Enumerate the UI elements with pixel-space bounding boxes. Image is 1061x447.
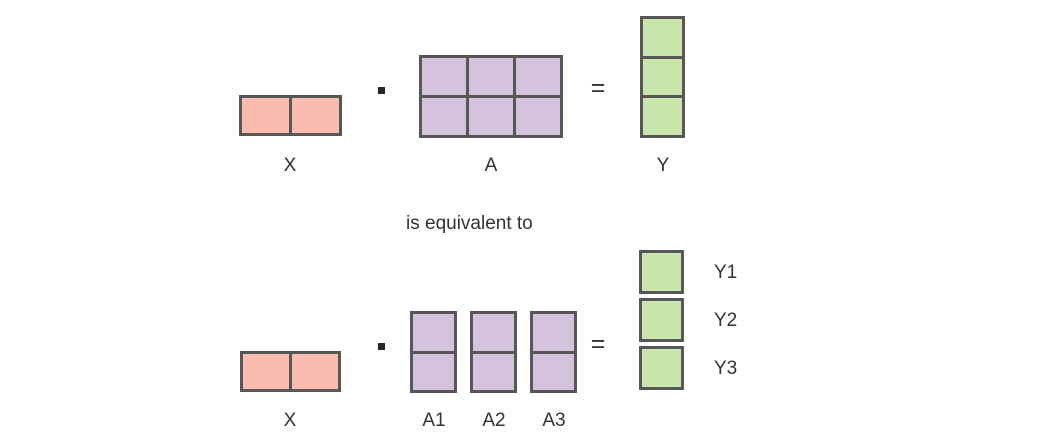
bottom-y2-block [639,298,684,342]
bottom-y1-label: Y1 [714,262,738,283]
bottom-y3-block [639,346,684,390]
matrix-cell [242,98,289,133]
matrix-cell [469,58,513,95]
bottom-a1-label: A1 [422,410,446,431]
bottom-y1-block [639,250,684,294]
top-y-label: Y [656,155,670,176]
matrix-cell [422,58,466,95]
bottom-a2-matrix [470,311,517,393]
bottom-a1-matrix [410,311,457,393]
bottom-dot-operator-icon [378,343,385,350]
matrix-cell [473,353,514,390]
top-equals-operator: = [590,74,606,102]
top-a-matrix [419,55,563,138]
top-y-matrix [640,16,685,138]
matrix-cell [643,19,682,56]
matrix-cell [643,58,682,96]
matrix-cell [292,354,338,389]
matrix-cell [643,98,682,135]
bottom-y2-label: Y2 [714,310,738,331]
matrix-cell [243,354,289,389]
matrix-cell [422,98,466,135]
matrix-cell [473,314,514,351]
matrix-cell [292,98,339,133]
matrix-cell [413,314,454,351]
matrix-cell [413,353,454,390]
bottom-x-label: X [283,410,297,431]
equivalence-caption: is equivalent to [406,213,533,234]
matrix-cell [516,58,560,95]
matrix-cell [469,98,513,135]
top-x-matrix [239,95,342,136]
bottom-a3-matrix [530,311,577,393]
top-x-label: X [283,155,297,176]
matrix-cell [533,353,574,390]
top-dot-operator-icon [378,87,385,94]
bottom-a2-label: A2 [482,410,506,431]
bottom-x-matrix [240,351,341,392]
matrix-cell [516,98,560,135]
matrix-cell [533,314,574,351]
bottom-a3-label: A3 [542,410,566,431]
top-a-label: A [484,155,498,176]
bottom-y3-label: Y3 [714,358,738,379]
bottom-equals-operator: = [590,330,606,358]
